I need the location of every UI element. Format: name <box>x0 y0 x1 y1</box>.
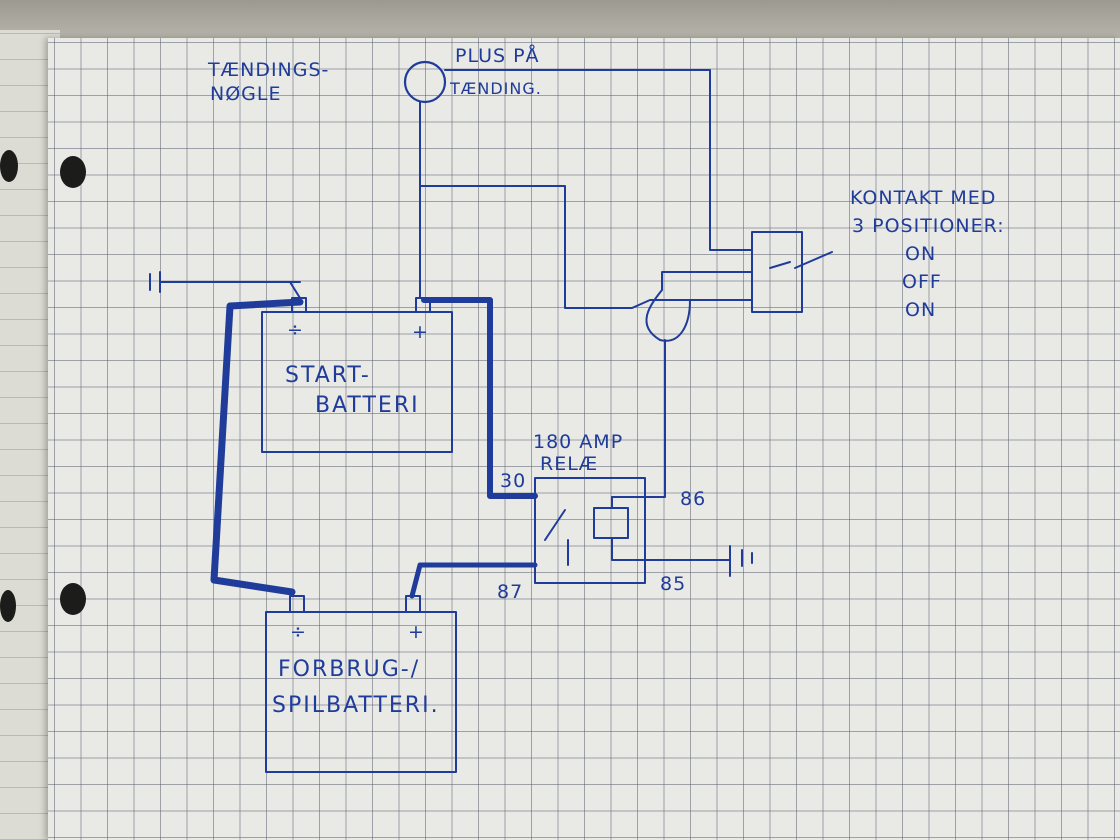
label-plus-2: TÆNDING. <box>449 79 542 98</box>
punch-hole-under-top <box>0 150 18 182</box>
service-battery-box <box>265 611 457 773</box>
relay-coil-lead-bottom <box>611 537 646 561</box>
start-battery-minus-sign: ÷ <box>287 319 304 341</box>
relay-contact <box>544 509 566 541</box>
wire-ground-start-drop <box>289 281 301 299</box>
label-ignition-key-2: NØGLE <box>210 83 281 105</box>
label-relay-1: 180 AMP <box>533 431 623 453</box>
label-ignition-key-1: TÆNDINGS- <box>207 59 329 81</box>
start-battery-box <box>261 311 453 453</box>
label-relay-2: RELÆ <box>540 453 598 475</box>
switch-handle <box>794 251 833 269</box>
wire-ignition-to-switch <box>444 69 753 251</box>
service-battery-minus-sign: ÷ <box>290 621 307 643</box>
relay-coil <box>593 507 629 539</box>
label-switch-pos-1: ON <box>905 243 936 265</box>
service-battery-plus-terminal <box>405 595 421 613</box>
label-start-battery-1: START- <box>285 363 371 388</box>
label-switch-pos-2: OFF <box>902 271 942 293</box>
heavy-cable-relay-to-service-plus <box>409 562 538 599</box>
label-switch-2: 3 POSITIONER: <box>852 215 1005 237</box>
label-service-battery-2: SPILBATTERI. <box>272 693 440 718</box>
label-switch-1: KONTAKT MED <box>850 187 996 209</box>
label-pin-85: 85 <box>660 573 686 595</box>
label-service-battery-1: FORBRUG-/ <box>278 657 420 682</box>
label-plus-1: PLUS PÅ <box>455 44 540 67</box>
wire-switch-to-pin86 <box>611 339 666 498</box>
label-switch-pos-3: ON <box>905 299 936 321</box>
start-battery-plus-sign: + <box>412 321 429 343</box>
relay-box <box>534 477 646 584</box>
graph-paper-sheet <box>48 38 1120 840</box>
label-pin-86: 86 <box>680 488 706 510</box>
label-pin-30: 30 <box>500 470 526 492</box>
ignition-key-symbol <box>403 60 447 104</box>
heavy-cable-minus <box>210 298 304 596</box>
punch-hole-bottom <box>60 583 86 615</box>
punch-hole-under-bottom <box>0 590 16 622</box>
label-start-battery-2: BATTERI <box>315 393 420 418</box>
desk-background <box>0 0 1120 40</box>
switch-box <box>751 231 803 313</box>
wire-switch-loop <box>645 271 753 342</box>
service-battery-minus-terminal <box>289 595 305 613</box>
heavy-cable-start-plus-to-relay <box>421 297 538 499</box>
wire-to-switch-bottom <box>419 185 753 309</box>
service-battery-plus-sign: + <box>408 621 425 643</box>
label-pin-87: 87 <box>497 581 523 603</box>
punch-hole-top <box>60 156 86 188</box>
switch-lever <box>769 261 791 269</box>
